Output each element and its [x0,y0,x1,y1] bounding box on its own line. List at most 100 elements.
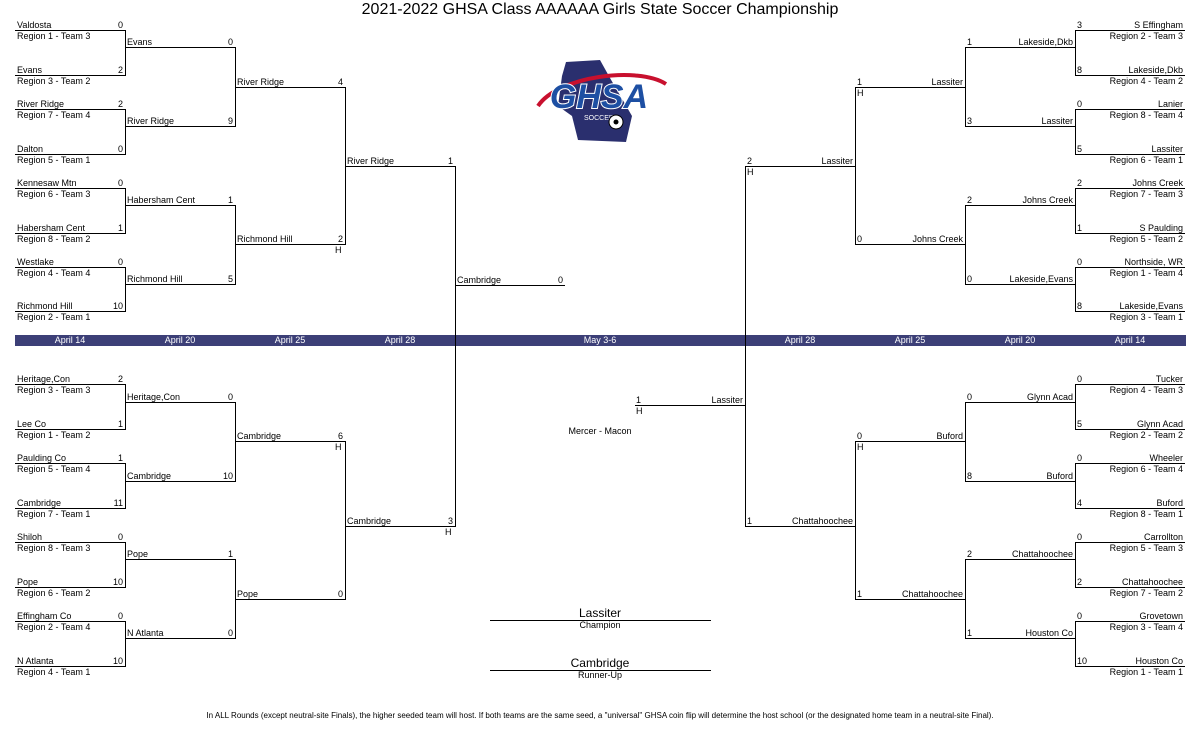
right_bottom-r2-2-line [965,559,1075,560]
left_bottom-r3-0-host: H [335,442,342,452]
runner-up-line [490,670,711,671]
right_bottom-r4-line [745,526,855,527]
right_top-r1-connector [1075,188,1076,234]
right_top-r3-1-team: Johns Creek [912,234,963,244]
left_top-r1-3-line [15,154,125,155]
right_top-r1-2-line [1075,109,1185,110]
champion-line [490,620,711,621]
left_top-r2-3-line [125,284,235,285]
left_bottom-r2-2-score: 1 [227,549,233,559]
left_bottom-r2-3-team: N Atlanta [127,628,164,638]
final-left-team: Cambridge [457,275,502,285]
left_bottom-r1-connector [125,542,126,588]
right_top-r2-0-score: 1 [967,37,973,47]
right_bottom-r3-0-line [855,441,965,442]
right_top-r2-1-score: 3 [967,116,973,126]
right_bottom-r1-0-team: Tucker [1155,374,1183,384]
right_top-r1-connector [1075,109,1076,155]
left_top-r3-1-host: H [335,245,342,255]
left_top-r1-4-score: 0 [117,178,123,188]
page-title: 2021-2022 GHSA Class AAAAAA Girls State … [361,1,839,18]
right_bottom-r1-1-score: 5 [1077,419,1083,429]
right_bottom-r1-5-score: 2 [1077,577,1083,587]
right_bottom-r1-7-line [1075,666,1185,667]
left_bottom-r1-1-line [15,429,125,430]
right_top-r2-3-team: Lakeside,Evans [1009,274,1073,284]
right_bottom-r1-6-team: Grovetown [1139,611,1183,621]
left_bottom-r1-2-score: 1 [117,453,123,463]
left_bottom-r4-line [345,526,455,527]
left_bottom-r1-5-score: 10 [112,577,123,587]
right_bottom-r1-3-seed: Region 8 - Team 1 [1109,509,1183,519]
right_top-r2-0-line [965,47,1075,48]
ghsa-logo: GHSA SOCCER [536,60,668,142]
right-semifinal-connector [745,166,746,527]
left_bottom-r2-0-line [125,402,235,403]
right_top-r1-connector [1075,30,1076,76]
left_bottom-r1-3-team: Cambridge [17,498,62,508]
right_bottom-r2-connector [965,559,966,639]
right_top-r1-6-line [1075,267,1185,268]
left_bottom-r4-score: 3 [447,516,453,526]
right_bottom-r1-7-seed: Region 1 - Team 1 [1109,667,1183,677]
right_top-r1-7-line [1075,311,1185,312]
left_top-r2-3-score: 5 [227,274,233,284]
right_top-r3-0-line [855,87,965,88]
right_top-r3-1-score: 0 [857,234,863,244]
right_top-r1-1-line [1075,75,1185,76]
right_bottom-r2-2-score: 2 [967,549,973,559]
right_bottom-r1-0-line [1075,384,1185,385]
left_bottom-r2-1-score: 10 [222,471,233,481]
right_top-r1-0-seed: Region 2 - Team 3 [1109,31,1183,41]
left_top-r1-4-team: Kennesaw Mtn [17,178,77,188]
left_bottom-r2-2-line [125,559,235,560]
right_top-r1-0-team: S Effingham [1134,20,1183,30]
left-semifinal-connector [455,166,456,527]
left_top-r3-1-team: Richmond Hill [237,234,293,244]
right_bottom-r1-6-score: 0 [1077,611,1083,621]
left_bottom-r3-0-line [235,441,345,442]
right_bottom-r1-1-seed: Region 2 - Team 2 [1109,430,1183,440]
round-date-right-3: April 14 [1114,335,1146,345]
final-right-team: Lassiter [711,395,743,405]
svg-text:SOCCER: SOCCER [584,115,614,122]
right_top-r3-connector [855,87,856,245]
left_bottom-r2-1-team: Cambridge [127,471,172,481]
final-venue: Mercer - Macon [568,426,632,436]
final-right-score: 1 [636,395,642,405]
right_top-r1-1-score: 8 [1077,65,1083,75]
right_bottom-r1-5-team: Chattahoochee [1121,577,1183,587]
right_top-r2-2-line [965,205,1075,206]
champion-label: Champion [579,620,621,630]
right_top-r4-team: Lassiter [821,156,853,166]
left_top-r3-0-team: River Ridge [237,77,285,87]
right_bottom-r2-3-score: 1 [967,628,973,638]
right_bottom-r3-1-team: Chattahoochee [901,589,963,599]
right_top-r1-4-score: 2 [1077,178,1083,188]
right_bottom-r1-7-team: Houston Co [1135,656,1183,666]
right_top-r1-2-score: 0 [1077,99,1083,109]
left_top-r1-connector [125,188,126,234]
left_bottom-r3-0-team: Cambridge [237,431,282,441]
left_top-r1-4-line [15,188,125,189]
right_bottom-r3-0-team: Buford [936,431,963,441]
left_top-r2-connector [235,205,236,285]
right_top-r1-6-seed: Region 1 - Team 4 [1109,268,1183,278]
right_bottom-r1-4-score: 0 [1077,532,1083,542]
left_top-r1-2-team: River Ridge [17,99,65,109]
right_top-r1-5-team: S Paulding [1139,223,1183,233]
left_top-r4-score: 1 [447,156,453,166]
right_bottom-r4-team: Chattahoochee [791,516,853,526]
champion-name: Lassiter [578,606,622,620]
right_top-r1-3-line [1075,154,1185,155]
right_top-r1-3-score: 5 [1077,144,1083,154]
final-right-host: H [636,406,643,416]
left_bottom-r1-7-team: N Atlanta [17,656,54,666]
runner-up-name: Cambridge [570,656,630,670]
right_bottom-r1-2-line [1075,463,1185,464]
left_top-r1-3-seed: Region 5 - Team 1 [17,155,91,165]
right_top-r1-7-team: Lakeside,Evans [1119,301,1183,311]
left_bottom-r3-1-line [235,599,345,600]
round-dates-band [15,335,1186,346]
